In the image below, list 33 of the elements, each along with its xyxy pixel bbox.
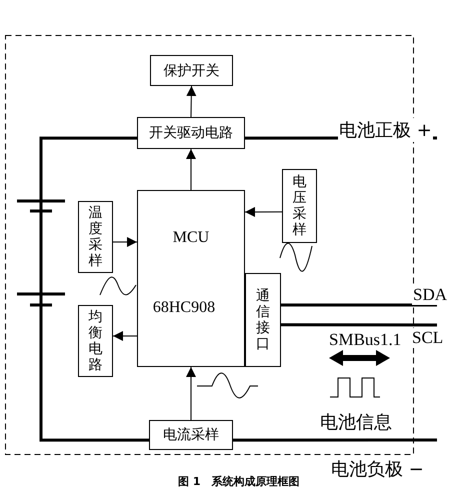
- edge-label: SDA: [412, 285, 448, 305]
- process-box: [150, 55, 233, 86]
- process-box: [282, 169, 317, 243]
- arrow: [112, 330, 138, 341]
- arrow: [244, 206, 282, 217]
- signal-label: SMBus1.1: [329, 330, 402, 350]
- connector-line: [281, 323, 437, 326]
- part-number: 68HC908: [152, 299, 216, 317]
- connector-line: [233, 438, 437, 442]
- box-label: 电压采样: [292, 174, 307, 238]
- signal-label: 电池信息: [320, 411, 392, 434]
- connector-line: [40, 136, 149, 442]
- figure-caption: 图 1 系统构成原理框图: [178, 474, 300, 489]
- arrow: [186, 366, 196, 420]
- mcu-box: [137, 190, 245, 367]
- process-box: [245, 273, 281, 367]
- box-label: 开关驱动电路: [149, 124, 233, 142]
- box-label: 均衡电路: [88, 309, 103, 373]
- edge-label: 电池正极 +: [338, 118, 433, 142]
- arrow: [112, 237, 138, 248]
- process-box: [78, 305, 113, 377]
- arrow: [186, 86, 196, 118]
- process-box: [149, 420, 233, 450]
- box-label: 通信接口: [256, 288, 270, 352]
- box-label: 温度采样: [88, 205, 103, 269]
- process-box: [137, 117, 245, 149]
- process-box: [78, 201, 113, 273]
- edge-label: SCL: [411, 328, 444, 348]
- arrow: [186, 148, 196, 190]
- chip-label: MCU: [172, 229, 210, 247]
- box-label: 保护开关: [164, 62, 220, 80]
- box-label: 电流采样: [163, 426, 219, 444]
- connector-line: [281, 303, 437, 306]
